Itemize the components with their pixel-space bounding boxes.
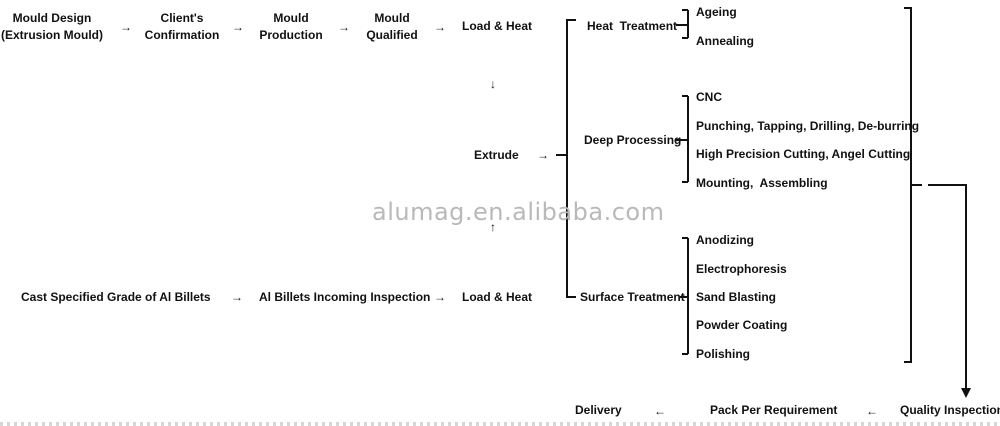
arrow-right-icon: →: [232, 20, 244, 34]
cast-billets-label: Cast Specified Grade of Al Billets: [21, 290, 211, 304]
precision-cutting-item: High Precision Cutting, Angel Cutting: [696, 147, 911, 161]
arrow-up-icon: ↑: [490, 220, 496, 234]
arrow-left-icon: ←: [654, 404, 666, 418]
delivery-label: Delivery: [575, 403, 622, 417]
extrude-label: Extrude: [474, 148, 519, 162]
load-heat-bottom-label: Load & Heat: [462, 290, 533, 304]
heat-treatment-label: Heat Treatment: [587, 19, 678, 33]
mounting-item: Mounting, Assembling: [696, 176, 828, 190]
electrophoresis-item: Electrophoresis: [696, 262, 787, 276]
arrow-right-icon: →: [231, 290, 243, 304]
pack-label: Pack Per Requirement: [710, 403, 838, 417]
powder-coating-item: Powder Coating: [696, 318, 788, 332]
watermark-text: alumag.en.alibaba.com: [372, 198, 665, 226]
arrow-right-icon: →: [434, 290, 446, 304]
load-heat-top-label: Load & Heat: [462, 19, 533, 33]
right-closing-bracket: [904, 7, 912, 363]
annealing-item: Annealing: [696, 34, 755, 48]
mould-production-label: Mould Production: [259, 11, 323, 42]
polishing-item: Polishing: [696, 347, 750, 361]
sand-blasting-item: Sand Blasting: [696, 290, 777, 304]
billets-inspection-label: Al Billets Incoming Inspection: [259, 290, 431, 304]
arrow-right-icon: →: [434, 20, 446, 34]
arrow-right-icon: →: [338, 20, 350, 34]
anodizing-item: Anodizing: [696, 233, 754, 247]
arrow-down-icon: ↓: [490, 77, 496, 91]
bottom-edge-decoration: [0, 422, 1000, 426]
to-quality-inspection-line: [928, 184, 967, 390]
ageing-item: Ageing: [696, 5, 737, 19]
surface-treatment-label: Surface Treatment: [580, 290, 685, 304]
main-process-bracket: [566, 19, 576, 298]
quality-arrowhead: [961, 388, 971, 398]
mould-qualified-label: Mould Qualified: [366, 11, 418, 42]
mould-design-label: Mould Design (Extrusion Mould): [1, 11, 103, 42]
cnc-item: CNC: [696, 90, 722, 104]
arrow-right-icon: →: [120, 20, 132, 34]
arrow-left-icon: ←: [866, 404, 878, 418]
arrow-right-icon: →: [537, 148, 549, 162]
quality-inspection-label: Quality Inspection: [900, 403, 1000, 417]
client-confirmation-label: Client's Confirmation: [144, 11, 220, 42]
punching-item: Punching, Tapping, Drilling, De-burring: [696, 119, 920, 133]
deep-processing-label: Deep Processing: [584, 133, 682, 147]
